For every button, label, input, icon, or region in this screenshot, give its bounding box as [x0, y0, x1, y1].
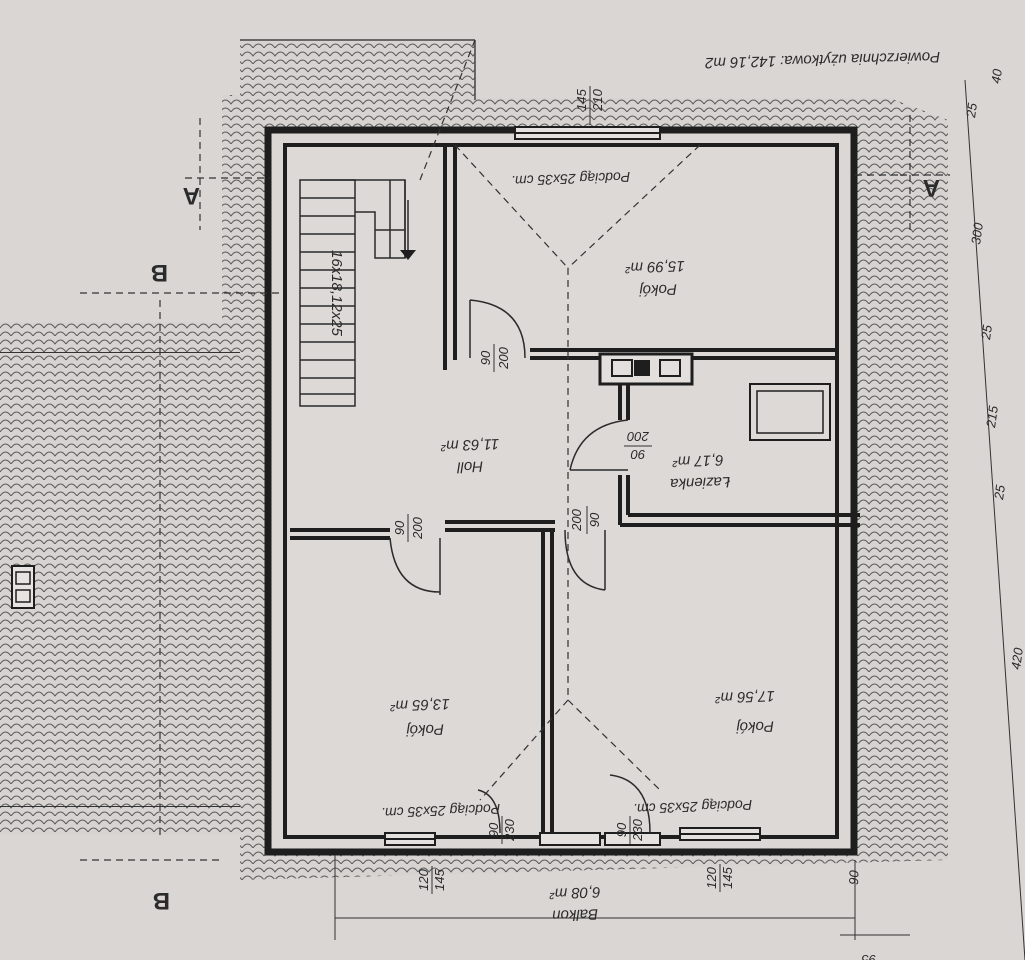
- svg-text:90: 90: [486, 822, 501, 837]
- room-area-pokoj-left: 13,65 m²: [389, 695, 450, 714]
- balcony-door-right: [539, 832, 601, 846]
- svg-text:120: 120: [416, 868, 431, 890]
- stairs-arrow-icon: [400, 250, 416, 260]
- svg-text:200: 200: [569, 508, 584, 531]
- svg-text:90: 90: [630, 447, 645, 462]
- roof-tiles-left: [0, 352, 276, 807]
- beam-label-top: Podciąg 25x35 cm.: [511, 169, 631, 189]
- room-area-balkon: 6,08 m²: [548, 883, 600, 902]
- window-label-top: 210 145: [574, 86, 605, 114]
- dim-right-5: 25: [991, 483, 1008, 501]
- dim-bottom-1: 95: [861, 952, 876, 960]
- door-label-4: 90 200: [624, 429, 652, 462]
- beam-label-bottom-left: Podciąg 25x35 cm.: [381, 801, 501, 821]
- svg-text:120: 120: [704, 866, 719, 888]
- room-name-holl: Holl: [456, 458, 483, 476]
- usable-area-note: Powierzchnia użytkowa: 142,16 m2: [704, 48, 940, 71]
- window-label-balcony-left: 90 230: [486, 816, 517, 844]
- svg-text:200: 200: [496, 346, 511, 369]
- section-b-top: B: [151, 259, 168, 286]
- svg-text:200: 200: [410, 516, 425, 539]
- window-label-bottom-left: 120 145: [416, 866, 447, 894]
- windows: [384, 126, 761, 846]
- door-label-3: 90 200: [569, 506, 602, 534]
- door-swings: [389, 299, 651, 834]
- roof-eave-bottom: [0, 807, 276, 835]
- staircase: [299, 179, 409, 407]
- window-label-bottom-right: 120 145: [704, 864, 735, 892]
- svg-text:145: 145: [720, 866, 735, 888]
- room-name-lazienka: Łazienka: [670, 473, 731, 492]
- svg-text:230: 230: [502, 818, 517, 841]
- svg-text:210: 210: [590, 88, 605, 111]
- svg-text:90: 90: [614, 822, 629, 837]
- svg-text:200: 200: [626, 429, 649, 444]
- section-a-left: A: [183, 182, 200, 209]
- svg-text:230: 230: [630, 818, 645, 841]
- dim-right-4: 215: [983, 404, 1001, 429]
- svg-text:90: 90: [478, 350, 493, 365]
- room-area-pokoj-top: 15,99 m²: [624, 257, 685, 276]
- door-label-1: 90 200: [478, 344, 511, 372]
- dim-right-2: 300: [968, 221, 986, 245]
- dim-right-0: 40: [988, 67, 1005, 84]
- svg-text:90: 90: [587, 512, 602, 527]
- bathtub: [749, 383, 831, 441]
- roof-vent: [11, 565, 35, 609]
- room-name-pokoj-left: Pokój: [405, 720, 444, 738]
- room-name-pokoj-top: Pokój: [638, 280, 677, 298]
- stairs-label: 16x18,12x25: [328, 250, 345, 337]
- section-b-bottom: B: [153, 887, 170, 914]
- dim-right-6: 420: [1008, 646, 1025, 670]
- svg-text:145: 145: [432, 868, 447, 890]
- door-label-2: 90 200: [392, 514, 425, 542]
- dim-right-3: 25: [978, 323, 995, 341]
- room-name-pokoj-right: Pokój: [735, 717, 774, 735]
- beam-label-bottom-right: Podciąg 25x35 cm.: [633, 797, 753, 817]
- svg-text:90: 90: [392, 520, 407, 535]
- chimney: [598, 352, 694, 386]
- ridge-lines: [80, 39, 950, 861]
- window-label-balcony-right: 90 230: [614, 816, 645, 844]
- dim-bottom-0: 90: [846, 869, 862, 885]
- section-a-right: A: [923, 174, 940, 201]
- svg-text:145: 145: [574, 88, 589, 110]
- dim-right-1: 25: [963, 101, 980, 119]
- room-area-lazienka: 6,17 m²: [671, 451, 723, 470]
- partition-walls: [290, 145, 860, 832]
- room-area-pokoj-right: 17,56 m²: [714, 687, 775, 706]
- room-area-holl: 11,63 m²: [440, 435, 500, 454]
- room-name-balkon: Balkon: [552, 905, 598, 924]
